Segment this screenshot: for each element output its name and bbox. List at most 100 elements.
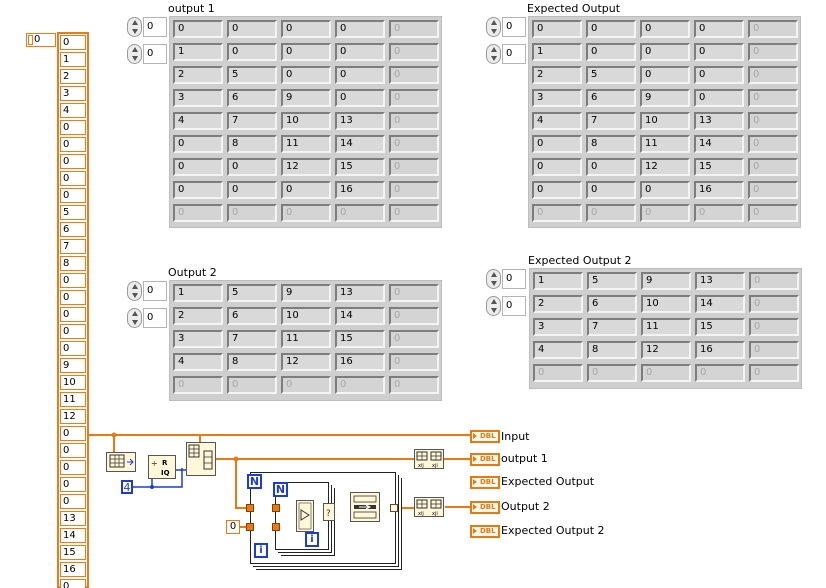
array-cell[interactable]: 0 <box>586 43 636 61</box>
array-cell[interactable]: 0 <box>389 135 439 153</box>
array-cell[interactable]: 1 <box>532 43 582 61</box>
array-cell[interactable]: 0 <box>389 307 439 325</box>
divisor-constant[interactable]: 4 <box>121 480 133 494</box>
array-cell[interactable]: 14 <box>335 135 385 153</box>
input-array-cell[interactable]: 0 <box>60 307 86 322</box>
input-array-cell[interactable]: 0 <box>60 120 86 135</box>
array-cell[interactable]: 2 <box>173 66 223 84</box>
array-cell[interactable]: 10 <box>281 112 331 130</box>
array-cell[interactable]: 0 <box>587 364 637 382</box>
array-cell[interactable]: 0 <box>281 20 331 38</box>
index-array-node[interactable] <box>296 500 314 532</box>
array-cell[interactable]: 10 <box>640 112 690 130</box>
array-cell[interactable]: 0 <box>532 158 582 176</box>
array-cell[interactable]: 0 <box>532 20 582 38</box>
array-cell[interactable]: 0 <box>640 66 690 84</box>
array-size-node[interactable] <box>106 452 136 472</box>
array-cell[interactable]: 13 <box>335 112 385 130</box>
array-cell[interactable]: 11 <box>640 135 690 153</box>
array-cell[interactable]: 15 <box>335 330 385 348</box>
array-cell[interactable]: 0 <box>335 204 385 222</box>
array-cell[interactable]: 7 <box>587 318 637 336</box>
array-cell[interactable]: 0 <box>532 204 582 222</box>
array-cell[interactable]: 0 <box>227 376 277 394</box>
array-cell[interactable]: 13 <box>694 112 744 130</box>
array-cell[interactable]: 0 <box>335 43 385 61</box>
array-cell[interactable]: 0 <box>748 112 798 130</box>
array-cell[interactable]: 0 <box>586 204 636 222</box>
input-array-cell[interactable]: 0 <box>60 137 86 152</box>
array-cell[interactable]: 0 <box>694 89 744 107</box>
array-cell[interactable]: 1 <box>533 272 583 290</box>
spinner-icon[interactable] <box>127 17 142 37</box>
array-cell[interactable]: 0 <box>749 272 799 290</box>
array-cell[interactable]: 0 <box>281 376 331 394</box>
array-cell[interactable]: 11 <box>281 330 331 348</box>
replace-subset-node[interactable] <box>350 492 380 522</box>
array-cell[interactable]: 15 <box>694 158 744 176</box>
array-cell[interactable]: 3 <box>173 330 223 348</box>
array-cell[interactable]: 4 <box>532 112 582 130</box>
array-cell[interactable]: 16 <box>335 181 385 199</box>
array-cell[interactable]: 0 <box>640 43 690 61</box>
array-cell[interactable]: 0 <box>532 135 582 153</box>
array-cell[interactable]: 0 <box>173 181 223 199</box>
array-cell[interactable]: 0 <box>748 158 798 176</box>
array-cell[interactable]: 0 <box>586 181 636 199</box>
input-array-cell[interactable]: 14 <box>60 528 86 543</box>
input-array-cell[interactable]: 0 <box>60 494 86 509</box>
array-cell[interactable]: 0 <box>694 204 744 222</box>
input-array-cell[interactable]: 0 <box>60 154 86 169</box>
terminal-output2[interactable]: DBL <box>470 501 500 514</box>
array-cell[interactable]: 0 <box>335 20 385 38</box>
index-spin-icon[interactable] <box>28 35 33 45</box>
array-cell[interactable]: 0 <box>281 66 331 84</box>
array-cell[interactable]: 0 <box>227 43 277 61</box>
input-array-index[interactable]: 0 <box>26 33 56 47</box>
array-cell[interactable]: 6 <box>587 295 637 313</box>
array-cell[interactable]: 0 <box>335 66 385 84</box>
init-constant[interactable]: 0 <box>226 520 240 534</box>
array-cell[interactable]: 0 <box>533 364 583 382</box>
input-array-cell[interactable]: 13 <box>60 511 86 526</box>
array-cell[interactable]: 7 <box>227 330 277 348</box>
array-cell[interactable]: 6 <box>227 307 277 325</box>
input-array-cell[interactable]: 0 <box>60 35 86 50</box>
array-cell[interactable]: 0 <box>227 158 277 176</box>
terminal-expected-output[interactable]: DBL <box>470 476 500 489</box>
array-cell[interactable]: 0 <box>173 204 223 222</box>
input-array-cell[interactable]: 8 <box>60 256 86 271</box>
array-cell[interactable]: 0 <box>748 43 798 61</box>
terminal-input[interactable]: DBL <box>470 430 500 443</box>
reshape-array-node[interactable] <box>186 442 216 476</box>
array-cell[interactable]: 0 <box>389 376 439 394</box>
input-array-cell[interactable]: 0 <box>60 443 86 458</box>
outer-loop-count[interactable]: N <box>247 474 262 489</box>
input-array-cell[interactable]: 15 <box>60 545 86 560</box>
array-cell[interactable]: 14 <box>694 135 744 153</box>
array-cell[interactable]: 0 <box>389 204 439 222</box>
input-array-cell[interactable]: 0 <box>60 341 86 356</box>
array-cell[interactable]: 7 <box>586 112 636 130</box>
array-cell[interactable]: 3 <box>533 318 583 336</box>
array-cell[interactable]: 14 <box>695 295 745 313</box>
array-cell[interactable]: 0 <box>748 89 798 107</box>
array-cell[interactable]: 0 <box>694 43 744 61</box>
array-cell[interactable]: 12 <box>640 158 690 176</box>
array-cell[interactable]: 0 <box>173 20 223 38</box>
input-array-cell[interactable]: 3 <box>60 86 86 101</box>
array-cell[interactable]: 15 <box>335 158 385 176</box>
array-cell[interactable]: 13 <box>695 272 745 290</box>
array-cell[interactable]: 5 <box>227 284 277 302</box>
array-cell[interactable]: 8 <box>587 341 637 359</box>
array-cell[interactable]: 4 <box>533 341 583 359</box>
array-cell[interactable]: 10 <box>641 295 691 313</box>
array-cell[interactable]: 0 <box>335 89 385 107</box>
array-cell[interactable]: 0 <box>749 318 799 336</box>
array-cell[interactable]: 16 <box>694 181 744 199</box>
array-cell[interactable]: 0 <box>281 204 331 222</box>
input-array-cell[interactable]: 4 <box>60 103 86 118</box>
array-cell[interactable]: 10 <box>281 307 331 325</box>
input-array-cell[interactable]: 2 <box>60 69 86 84</box>
input-array-cell[interactable]: 1 <box>60 52 86 67</box>
